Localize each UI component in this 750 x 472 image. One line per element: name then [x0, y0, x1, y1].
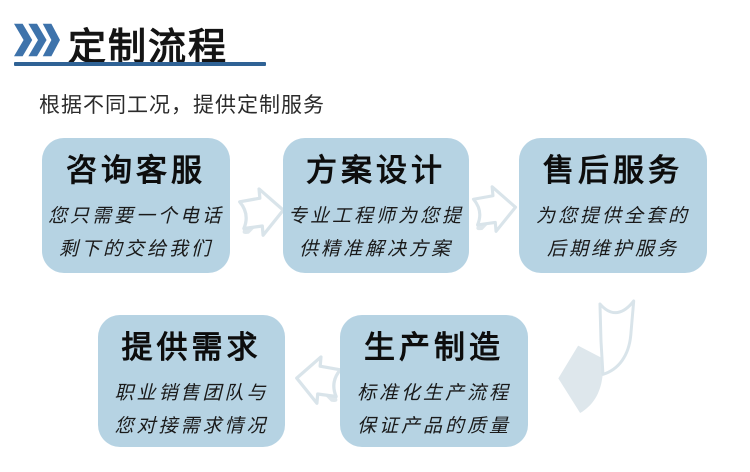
right-arrow-icon: [471, 185, 518, 233]
step-line: 您只需要一个电话: [47, 205, 224, 227]
step-line: 后期维护服务: [546, 238, 679, 260]
step-box-consult-service: 咨询客服 您只需要一个电话 剩下的交给我们: [42, 138, 230, 273]
step-title: 咨询客服: [66, 153, 206, 188]
step-line: 专业工程师为您提: [287, 205, 464, 227]
step-description: 专业工程师为您提 供精准解决方案: [283, 200, 469, 266]
triple-chevron-right-icon: [14, 23, 60, 57]
step-description: 标准化生产流程 保证产品的质量: [340, 377, 528, 443]
step-line: 标准化生产流程: [356, 382, 511, 404]
step-line: 剩下的交给我们: [58, 238, 213, 260]
step-box-after-sales: 售后服务 为您提供全套的 后期维护服务: [519, 138, 707, 273]
step-box-production: 生产制造 标准化生产流程 保证产品的质量: [340, 315, 528, 447]
title-underline: [14, 62, 266, 66]
step-line: 为您提供全套的: [535, 205, 690, 227]
step-line: 供精准解决方案: [298, 238, 453, 260]
step-box-solution-design: 方案设计 专业工程师为您提 供精准解决方案: [283, 138, 469, 273]
step-title: 提供需求: [121, 330, 262, 365]
step-line: 职业销售团队与: [114, 382, 269, 404]
subtitle-text: 根据不同工况，提供定制服务: [39, 94, 325, 117]
step-title: 生产制造: [364, 330, 504, 365]
step-title: 方案设计: [306, 153, 446, 188]
step-description: 为您提供全套的 后期维护服务: [519, 200, 707, 266]
step-title: 售后服务: [543, 153, 683, 188]
step-description: 您只需要一个电话 剩下的交给我们: [42, 200, 230, 266]
right-arrow-icon: [238, 187, 285, 237]
step-line: 您对接需求情况: [114, 415, 269, 437]
curved-down-left-arrow-icon: [558, 299, 636, 414]
step-line: 保证产品的质量: [356, 415, 511, 437]
step-description: 职业销售团队与 您对接需求情况: [98, 377, 285, 443]
step-box-provide-requirements: 提供需求 职业销售团队与 您对接需求情况: [98, 315, 285, 447]
left-arrow-icon: [295, 355, 342, 405]
